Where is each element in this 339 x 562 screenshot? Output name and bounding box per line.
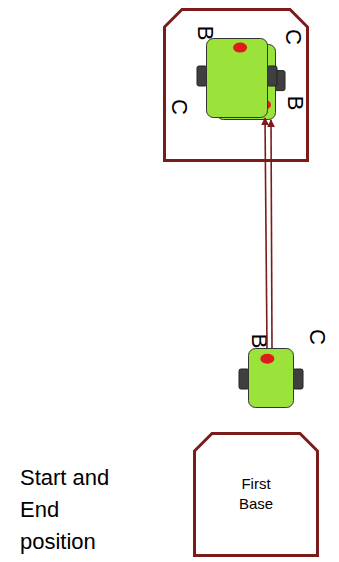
movement-arrow: [265, 118, 267, 348]
robot-sensor: [257, 100, 271, 110]
robot-side-letter: C: [282, 26, 304, 48]
robot-wheel: [197, 66, 207, 86]
robot-sensor: [233, 43, 247, 53]
base-box: First Base: [193, 432, 319, 557]
node-outline: [206, 38, 268, 118]
robot-side-letter: B: [248, 330, 270, 352]
robot-wheel: [239, 369, 249, 389]
robot-wheel: [275, 71, 285, 91]
robot-wheel: [207, 71, 217, 91]
robot-wheel: [267, 66, 277, 86]
robot-side-letter: B: [284, 92, 306, 114]
robot-body: [207, 39, 268, 118]
robot: BC: [248, 348, 294, 408]
robot-side-letter: C: [306, 326, 328, 348]
base-name: First Base: [193, 474, 319, 514]
robot-body: [217, 45, 276, 120]
target-area: BCCB: [163, 8, 309, 162]
robot-side-letter: B: [194, 22, 216, 44]
node-outline: [193, 432, 319, 557]
robot: BC: [206, 38, 268, 118]
robot-side-letter: C: [168, 96, 190, 118]
node-outline: [248, 348, 294, 408]
area-outline: [165, 10, 308, 161]
robot-body: [249, 349, 294, 408]
note-label: Start and End position: [20, 462, 132, 558]
movement-arrow: [271, 120, 272, 348]
robot-sensor: [260, 354, 274, 364]
robot-wheel: [293, 369, 303, 389]
area-outline: [195, 434, 318, 556]
